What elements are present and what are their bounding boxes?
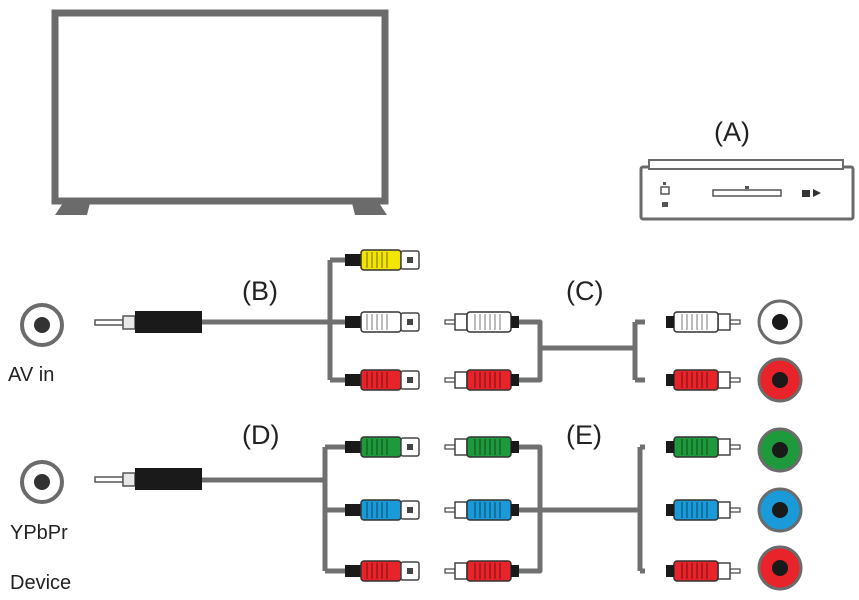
d-red-female-connector-icon [345, 560, 420, 582]
label-e: (E) [566, 420, 602, 450]
e-blue-right-plug-icon [666, 499, 741, 521]
tv-icon [51, 9, 389, 215]
b-white-female-connector-icon [345, 311, 420, 333]
device-red-component-port-icon [757, 545, 803, 591]
e-green-right-plug-icon [666, 436, 741, 458]
dvd-player-icon [639, 159, 855, 221]
label-av-in: AV in [8, 364, 55, 386]
d-green-female-connector-icon [345, 436, 420, 458]
av-in-port-icon [20, 303, 64, 347]
label-d: (D) [242, 420, 280, 450]
ypbpr-mini-jack-plug-icon [94, 468, 202, 490]
d-blue-female-connector-icon [345, 499, 420, 521]
label-b: (B) [242, 276, 278, 306]
c-red-right-plug-icon [666, 369, 741, 391]
device-blue-port-icon [757, 487, 803, 533]
device-rca-ports [757, 299, 803, 591]
c-red-left-plug-icon [444, 369, 519, 391]
b-red-female-connector-icon [345, 369, 420, 391]
label-ypbpr: YPbPr [10, 522, 68, 544]
e-red-right-plug-icon [666, 560, 741, 582]
c-white-right-plug-icon [666, 311, 741, 333]
av-mini-jack-plug-icon [94, 311, 202, 333]
b-yellow-female-connector-icon [345, 249, 420, 271]
cables [202, 257, 645, 574]
label-a: (A) [714, 117, 750, 147]
e-green-left-plug-icon [444, 436, 519, 458]
c-white-left-plug-icon [444, 311, 519, 333]
e-red-left-plug-icon [444, 560, 519, 582]
device-green-port-icon [757, 427, 803, 473]
label-device: Device [10, 572, 72, 594]
rca-connectors [345, 249, 741, 582]
ypbpr-port-icon [20, 460, 64, 504]
device-white-port-icon [757, 299, 803, 345]
label-c: (C) [566, 276, 604, 306]
device-red-port-icon [757, 357, 803, 403]
e-blue-left-plug-icon [444, 499, 519, 521]
